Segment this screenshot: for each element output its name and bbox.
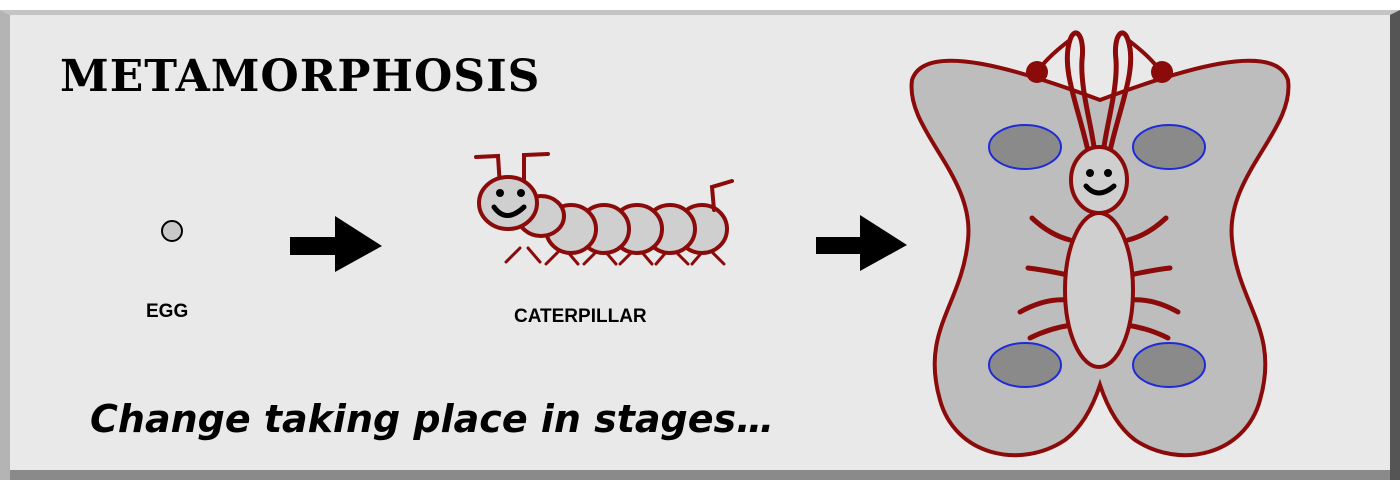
caption: Change taking place in stages…	[90, 400, 774, 438]
egg-icon	[162, 221, 182, 241]
page-title: METAMORPHOSIS	[60, 55, 540, 99]
stage-label-egg: EGG	[146, 302, 188, 321]
stage-label-caterpillar: CATERPILLAR	[514, 307, 647, 326]
